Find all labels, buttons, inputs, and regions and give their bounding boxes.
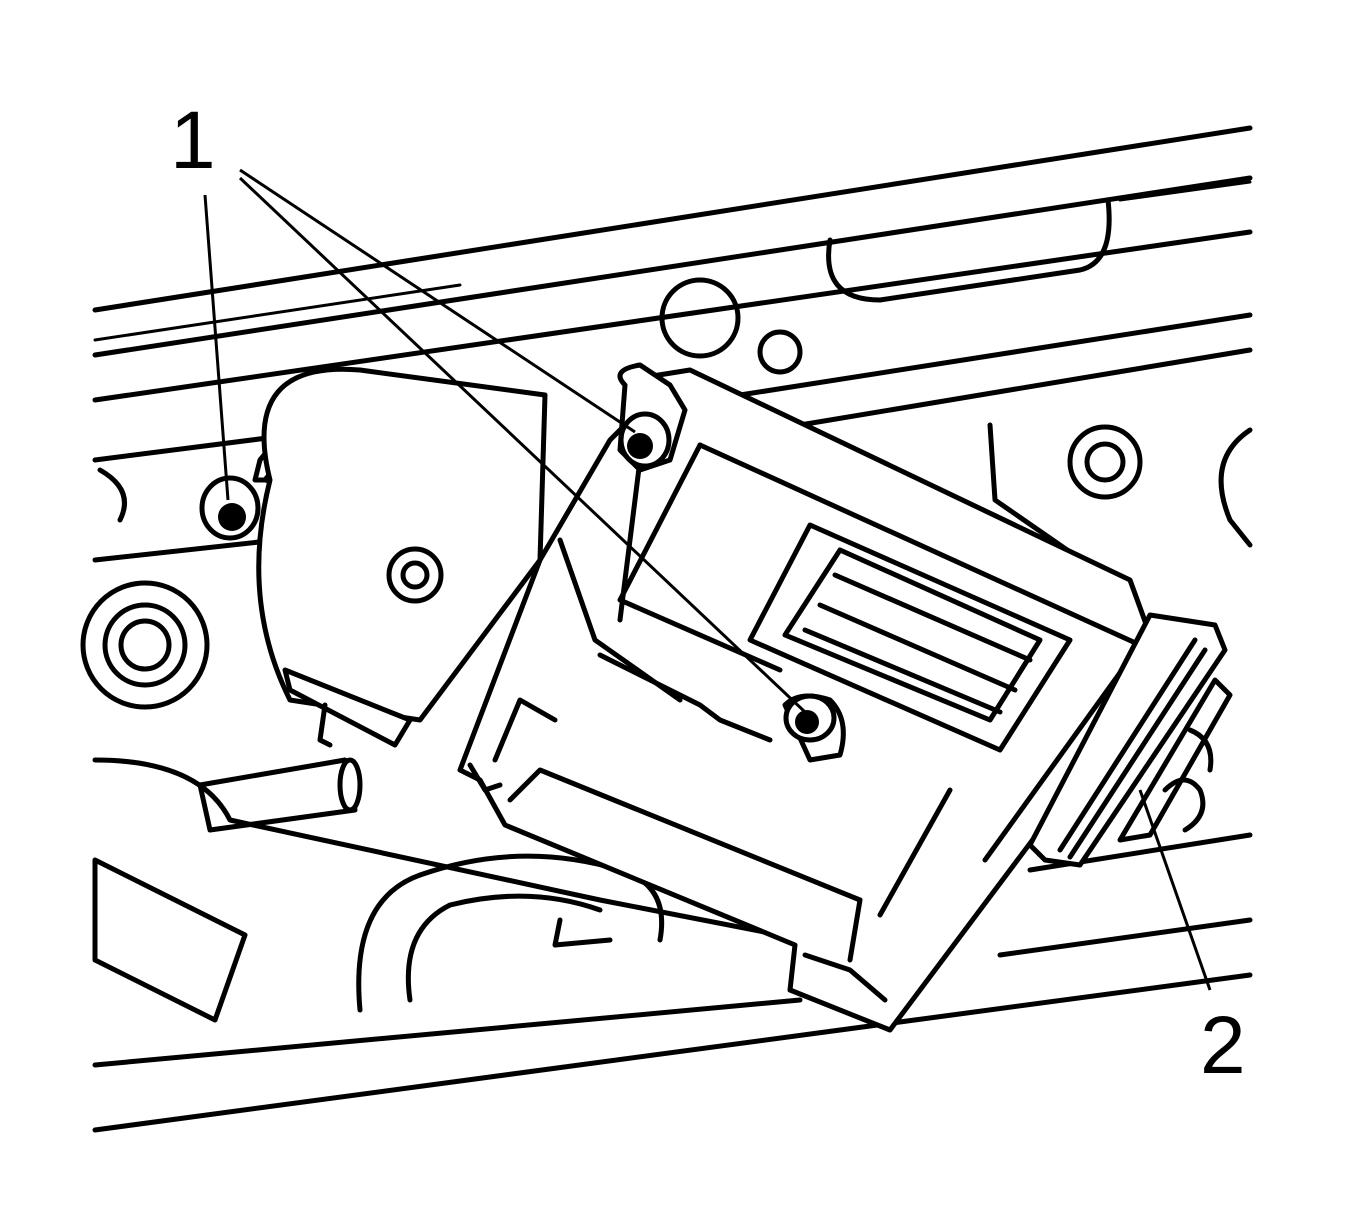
leader-line-1c	[239, 168, 636, 434]
fastener-upper	[617, 362, 688, 473]
leader-line-1b	[238, 176, 807, 714]
callout-label-1: 1	[170, 95, 216, 186]
callout-label-2: 2	[1200, 1000, 1246, 1091]
leader-line-1a	[203, 194, 230, 501]
motor-assembly	[252, 366, 548, 748]
label-plate	[747, 522, 1073, 753]
fastener-left	[199, 475, 261, 541]
electrical-connector	[1027, 612, 1233, 868]
leader-line-2	[1138, 789, 1212, 991]
leader-lines	[203, 168, 1212, 991]
upper-frame-rail	[92, 125, 1253, 403]
bolt-left	[80, 580, 210, 710]
rod	[197, 757, 363, 833]
lower-frame-rail	[92, 757, 1253, 1133]
